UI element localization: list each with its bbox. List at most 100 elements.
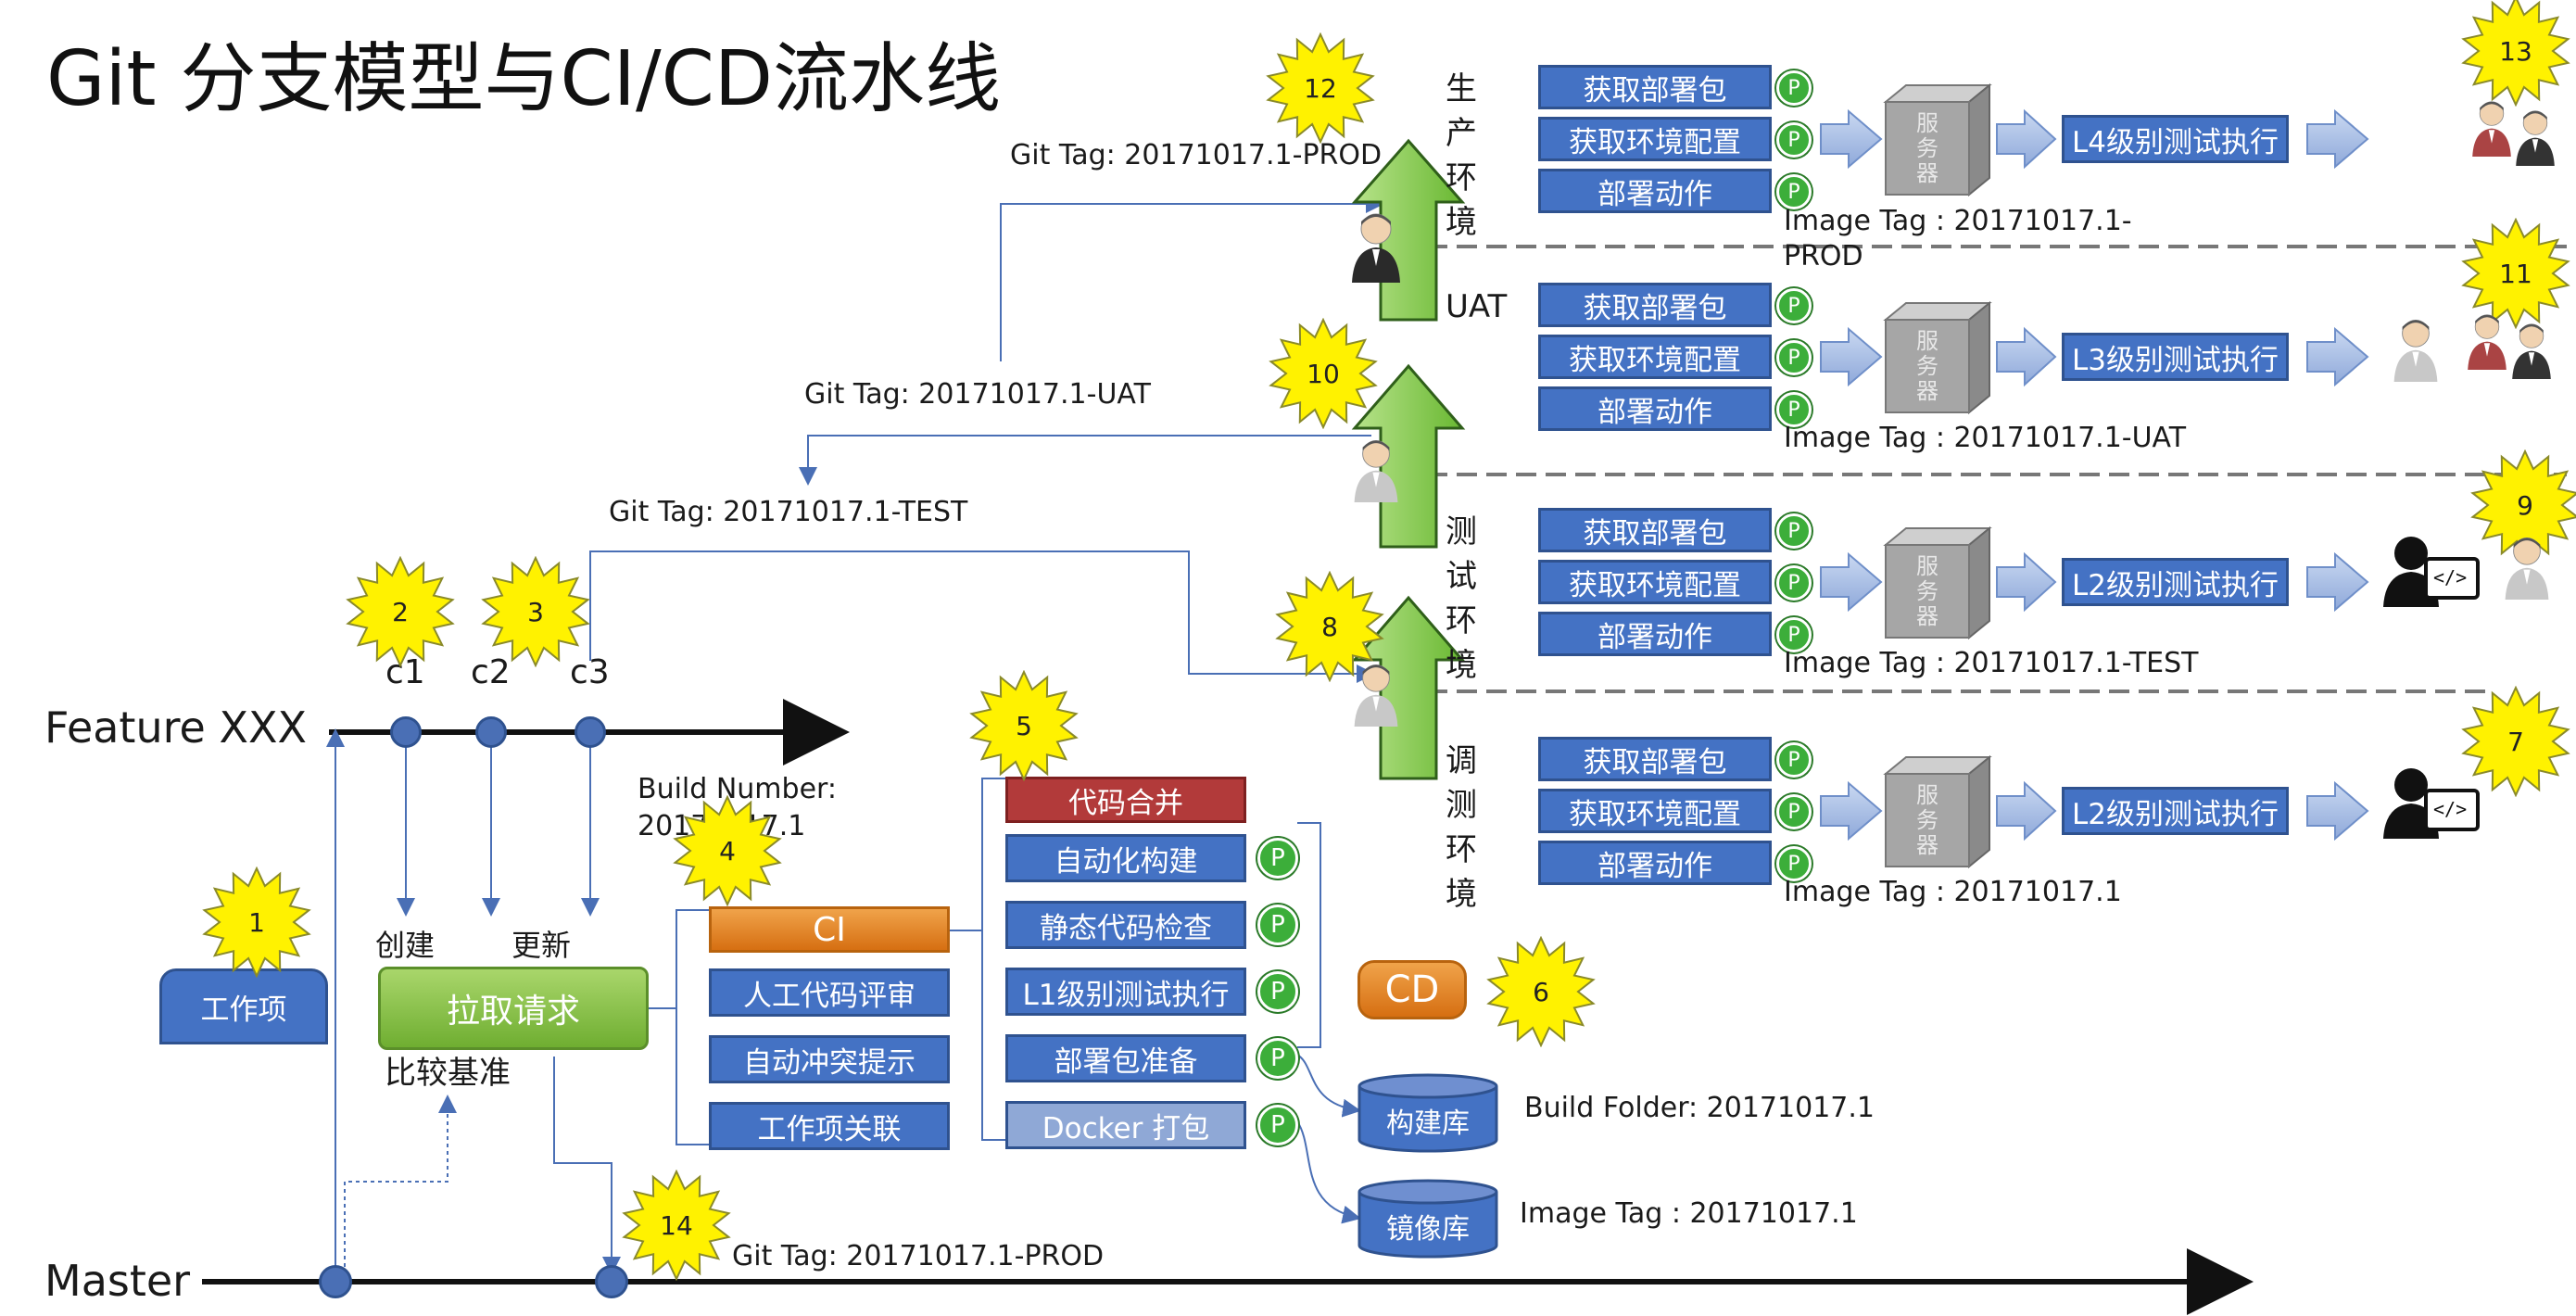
- flow-arrow: [1996, 780, 2057, 841]
- page-title: Git 分支模型与CI/CD流水线: [46, 35, 1002, 123]
- step-badge: 8: [1274, 570, 1385, 683]
- cd-bracket: [1297, 822, 1321, 1048]
- deployer-icon: [1348, 209, 1404, 283]
- pull-request-box[interactable]: 拉取请求: [378, 967, 649, 1050]
- ci-box[interactable]: CI: [709, 906, 950, 953]
- env-step-label: 部署动作: [1597, 849, 1712, 883]
- env-step-label: 获取部署包: [1583, 516, 1727, 550]
- prod-tag-label: Git Tag: 20171017.1-PROD: [1010, 139, 1383, 171]
- user-icon: [2513, 107, 2557, 166]
- server-label: 服务器: [1916, 782, 1938, 858]
- env-test-label: L4级别测试执行: [2072, 125, 2279, 159]
- pass-label: P: [1787, 180, 1800, 204]
- step-badge-number: 12: [1304, 73, 1337, 104]
- pass-badge: P: [1257, 838, 1298, 879]
- flow-arrow: [1996, 551, 2057, 613]
- env-step-box[interactable]: 部署动作: [1538, 386, 1772, 431]
- user-icon: [2465, 310, 2509, 370]
- env-step-box[interactable]: 获取部署包: [1538, 65, 1772, 109]
- server-label: 服务器: [1916, 553, 1938, 629]
- pass-label: P: [1787, 571, 1800, 595]
- work-item-card[interactable]: 工作项: [159, 968, 328, 1044]
- cd-box[interactable]: CD: [1357, 960, 1467, 1019]
- ci-item-label: 工作项关联: [757, 1112, 902, 1146]
- step-badge-number: 7: [2507, 727, 2524, 757]
- pipeline-step-label: Docker 打包: [1042, 1111, 1210, 1145]
- env-step-box[interactable]: 部署动作: [1538, 612, 1772, 656]
- pass-badge: P: [1257, 971, 1298, 1012]
- env-step-box[interactable]: 获取环境配置: [1538, 560, 1772, 604]
- env-step-box[interactable]: 获取环境配置: [1538, 335, 1772, 379]
- env-test-box[interactable]: L2级别测试执行: [2062, 558, 2289, 606]
- pass-badge: P: [1257, 905, 1298, 945]
- server-label: 服务器: [1916, 110, 1938, 186]
- pass-badge: P: [1776, 70, 1812, 106]
- step-badge-number: 14: [660, 1210, 693, 1241]
- step-badge: 6: [1485, 935, 1597, 1048]
- step-badge: 11: [2460, 217, 2571, 330]
- step-badge: 10: [1268, 317, 1379, 430]
- pass-label: P: [1270, 1044, 1285, 1072]
- server-cube-side: [1968, 300, 1990, 415]
- pass-label: P: [1270, 844, 1285, 872]
- flow-arrow: [1820, 326, 1883, 387]
- step-badge-number: 3: [527, 597, 544, 627]
- build-repo[interactable]: 构建库: [1357, 1073, 1498, 1153]
- env-test-box[interactable]: L4级别测试执行: [2062, 115, 2289, 163]
- master-commit-dot[interactable]: [319, 1265, 352, 1298]
- env-step-label: 部署动作: [1597, 177, 1712, 211]
- env-test-box[interactable]: L3级别测试执行: [2062, 333, 2289, 381]
- cd-label: CD: [1384, 968, 1440, 1011]
- server-cube-side: [1968, 82, 1990, 197]
- env-step-box[interactable]: 获取部署包: [1538, 508, 1772, 552]
- ci-item-box[interactable]: 人工代码评审: [709, 968, 950, 1017]
- ci-item-box[interactable]: 工作项关联: [709, 1102, 950, 1150]
- pass-badge: P: [1776, 742, 1812, 778]
- step-badge: 14: [621, 1169, 732, 1282]
- pr-update-label: 更新: [511, 928, 572, 963]
- server-cube-front: [1885, 773, 1970, 867]
- env-step-box[interactable]: 部署动作: [1538, 841, 1772, 885]
- ci-item-label: 人工代码评审: [743, 979, 915, 1013]
- env-step-box[interactable]: 获取部署包: [1538, 737, 1772, 781]
- pipeline-step-box[interactable]: 静态代码检查: [1005, 901, 1246, 949]
- pipeline-step-box[interactable]: 部署包准备: [1005, 1034, 1246, 1082]
- environment-name: 测试环境: [1446, 513, 1477, 684]
- developer-icon: </>: [2381, 765, 2483, 839]
- ci-item-box[interactable]: 自动冲突提示: [709, 1035, 950, 1083]
- env-step-label: 获取部署包: [1583, 73, 1727, 108]
- ci-item-label: 自动冲突提示: [743, 1045, 915, 1080]
- step-badge: 1: [201, 866, 312, 979]
- commit-label: c1: [385, 653, 425, 691]
- step-badge-number: 6: [1533, 977, 1549, 1007]
- image-repo[interactable]: 镜像库: [1357, 1179, 1498, 1259]
- env-step-box[interactable]: 获取部署包: [1538, 283, 1772, 327]
- pass-label: P: [1787, 623, 1800, 647]
- env-step-box[interactable]: 获取环境配置: [1538, 789, 1772, 833]
- commit-dot[interactable]: [475, 716, 507, 748]
- pass-label: P: [1787, 748, 1800, 772]
- pass-badge: P: [1776, 617, 1812, 652]
- pipeline-step-box[interactable]: Docker 打包: [1005, 1101, 1246, 1149]
- env-step-box[interactable]: 获取环境配置: [1538, 117, 1772, 161]
- env-image-tag-label: Image Tag : 20171017.1: [1784, 876, 2122, 908]
- env-step-label: 获取部署包: [1583, 291, 1727, 325]
- commit-dot[interactable]: [575, 716, 606, 748]
- env-step-label: 获取环境配置: [1569, 568, 1741, 602]
- code-merge-box[interactable]: 代码合并: [1005, 777, 1246, 823]
- step-badge-number: 10: [1307, 359, 1340, 389]
- pipeline-step-box[interactable]: L1级别测试执行: [1005, 968, 1246, 1016]
- env-test-box[interactable]: L2级别测试执行: [2062, 787, 2289, 835]
- master-commit-dot[interactable]: [595, 1265, 628, 1298]
- pass-label: P: [1787, 519, 1800, 543]
- step-badge-number: 1: [248, 907, 265, 938]
- step-badge: 2: [345, 555, 456, 668]
- tester-icon: [2502, 533, 2552, 600]
- commit-dot[interactable]: [390, 716, 422, 748]
- test-tag-label: Git Tag: 20171017.1-TEST: [609, 496, 968, 528]
- tester-icon: [1351, 660, 1401, 727]
- env-step-box[interactable]: 部署动作: [1538, 169, 1772, 213]
- promote-arrow-test: [1351, 595, 1466, 780]
- pipeline-step-box[interactable]: 自动化构建: [1005, 834, 1246, 882]
